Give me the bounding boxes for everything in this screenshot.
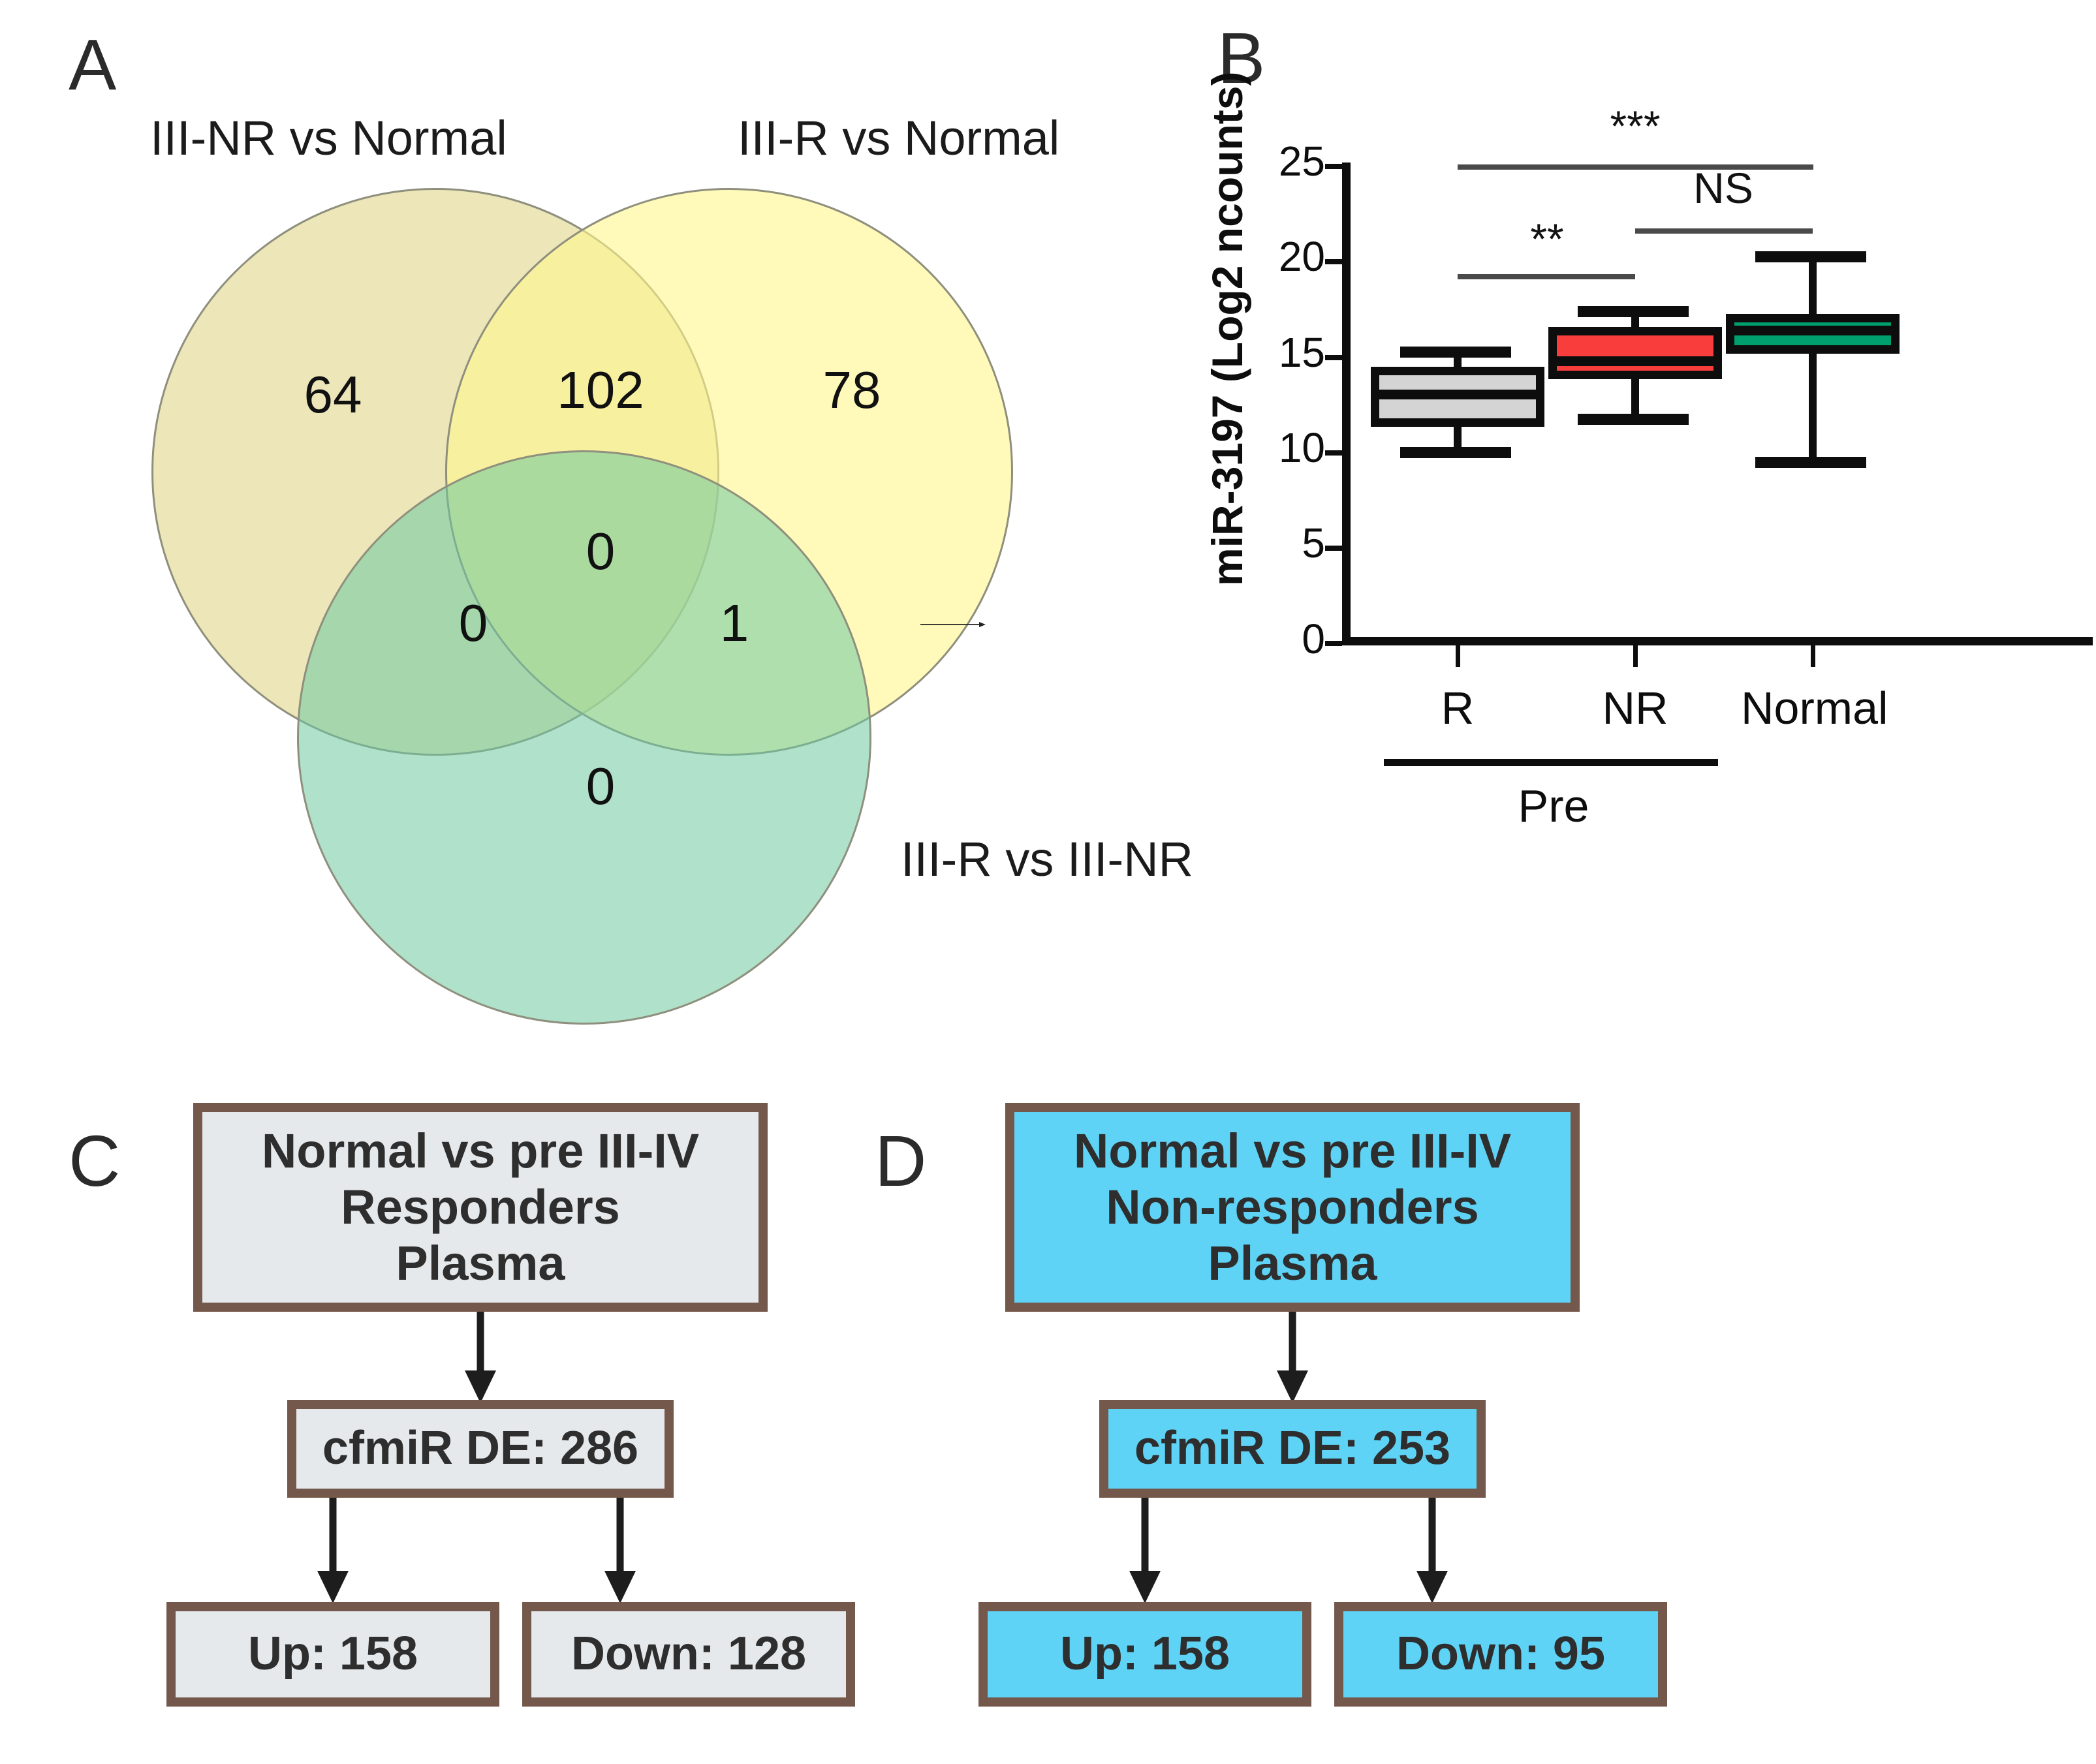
venn-count-bottom-only: 0 [586, 757, 616, 815]
venn-count-left-bottom: 0 [458, 594, 488, 652]
sig-bar-r-vs-nr [1458, 274, 1635, 279]
y-tick-mark-10 [1325, 450, 1342, 456]
x-tick-mark-nr [1633, 645, 1638, 667]
venn-to-boxplot-arrow-icon [920, 622, 986, 627]
y-tick-mark-5 [1325, 546, 1342, 551]
sig-label-nr-vs-normal: NS [1693, 164, 1753, 212]
boxplot-nr-upper-cap [1578, 306, 1689, 317]
panel-d-top-box: Normal vs pre III-IV Non-responders Plas… [1005, 1103, 1580, 1312]
boxplot-normal-upper-whisker [1809, 255, 1817, 317]
panel-b-letter: B [1217, 18, 1266, 99]
y-tick-15: 15 [1278, 329, 1325, 376]
venn-count-right-bottom: 1 [719, 594, 749, 652]
venn-count-left-only: 64 [304, 365, 362, 424]
panel-d-arrow-down-right-icon [1416, 1498, 1448, 1603]
boxplot-x-axis [1342, 637, 2093, 645]
venn-circle-iii-r-vs-iii-nr [297, 450, 871, 1025]
panel-c-up-box: Up: 158 [166, 1602, 499, 1707]
boxplot-normal-lower-whisker [1809, 352, 1817, 462]
venn-title-right: III-R vs Normal [738, 111, 1060, 165]
boxplot-r-median [1371, 390, 1544, 399]
y-tick-25: 25 [1278, 138, 1325, 185]
x-label-normal: Normal [1741, 683, 1888, 734]
boxplot-nr-lower-cap [1578, 414, 1689, 425]
venn-count-right-only: 78 [822, 361, 881, 419]
panel-d-letter: D [875, 1121, 927, 1201]
panel-c-arrow-down-icon [465, 1312, 496, 1403]
boxplot-nr-median [1548, 356, 1722, 366]
panel-c-arrow-down-left-icon [317, 1498, 349, 1603]
venn-title-left: III-NR vs Normal [150, 111, 507, 165]
boxplot-r-lower-whisker [1454, 424, 1462, 452]
y-tick-mark-0 [1325, 641, 1342, 646]
panel-d-flowchart: D Normal vs pre III-IV Non-responders Pl… [855, 1103, 1769, 1764]
boxplot-normal-upper-cap [1755, 251, 1866, 262]
pre-group-bracket [1384, 759, 1718, 766]
panel-d-down-box: Down: 95 [1334, 1602, 1667, 1707]
panel-d-arrow-down-left-icon [1129, 1498, 1161, 1603]
boxplot-nr-lower-whisker [1631, 377, 1639, 418]
x-tick-mark-r [1456, 645, 1460, 667]
panel-c-letter: C [69, 1121, 121, 1201]
panel-d-arrow-down-icon [1277, 1312, 1308, 1403]
boxplot-normal-median [1726, 326, 1900, 335]
panel-a-letter: A [69, 25, 117, 105]
y-tick-0: 0 [1302, 615, 1325, 662]
panel-d-up-box: Up: 158 [978, 1602, 1311, 1707]
x-label-nr: NR [1602, 683, 1668, 734]
pre-group-label: Pre [1518, 781, 1589, 831]
panel-c-mid-box: cfmiR DE: 286 [287, 1400, 674, 1498]
boxplot-nr-box [1548, 327, 1722, 379]
panel-b-boxplot: B miR-3197 (Log2 ncounts) 25 20 15 10 5 … [1168, 0, 2096, 861]
sig-label-r-vs-normal: *** [1610, 102, 1661, 150]
sig-label-r-vs-nr: ** [1530, 215, 1564, 263]
panel-c-flowchart: C Normal vs pre III-IV Responders Plasma… [0, 1103, 914, 1764]
panel-a-venn: A III-NR vs Normal III-R vs Normal III-R… [0, 0, 1193, 1044]
boxplot-r-upper-cap [1400, 347, 1511, 358]
panel-c-down-box: Down: 128 [522, 1602, 855, 1707]
venn-count-center-all: 0 [586, 522, 616, 580]
y-tick-10: 10 [1278, 424, 1325, 471]
sig-bar-nr-vs-normal [1635, 228, 1813, 234]
venn-title-bottom: III-R vs III-NR [901, 832, 1194, 886]
boxplot-normal-lower-cap [1755, 457, 1866, 468]
boxplot-y-axis [1342, 162, 1351, 645]
y-tick-mark-25 [1325, 164, 1342, 169]
y-tick-20: 20 [1278, 233, 1325, 280]
x-tick-mark-normal [1811, 645, 1815, 667]
y-tick-mark-20 [1325, 259, 1342, 264]
panel-c-top-box: Normal vs pre III-IV Responders Plasma [193, 1103, 768, 1312]
panel-d-mid-box: cfmiR DE: 253 [1099, 1400, 1486, 1498]
boxplot-r-lower-cap [1400, 447, 1511, 458]
venn-count-left-right: 102 [557, 361, 644, 419]
sig-bar-r-vs-normal [1458, 164, 1813, 170]
x-label-r: R [1441, 683, 1475, 734]
y-tick-mark-15 [1325, 355, 1342, 360]
y-tick-5: 5 [1302, 519, 1325, 566]
panel-c-arrow-down-right-icon [604, 1498, 636, 1603]
